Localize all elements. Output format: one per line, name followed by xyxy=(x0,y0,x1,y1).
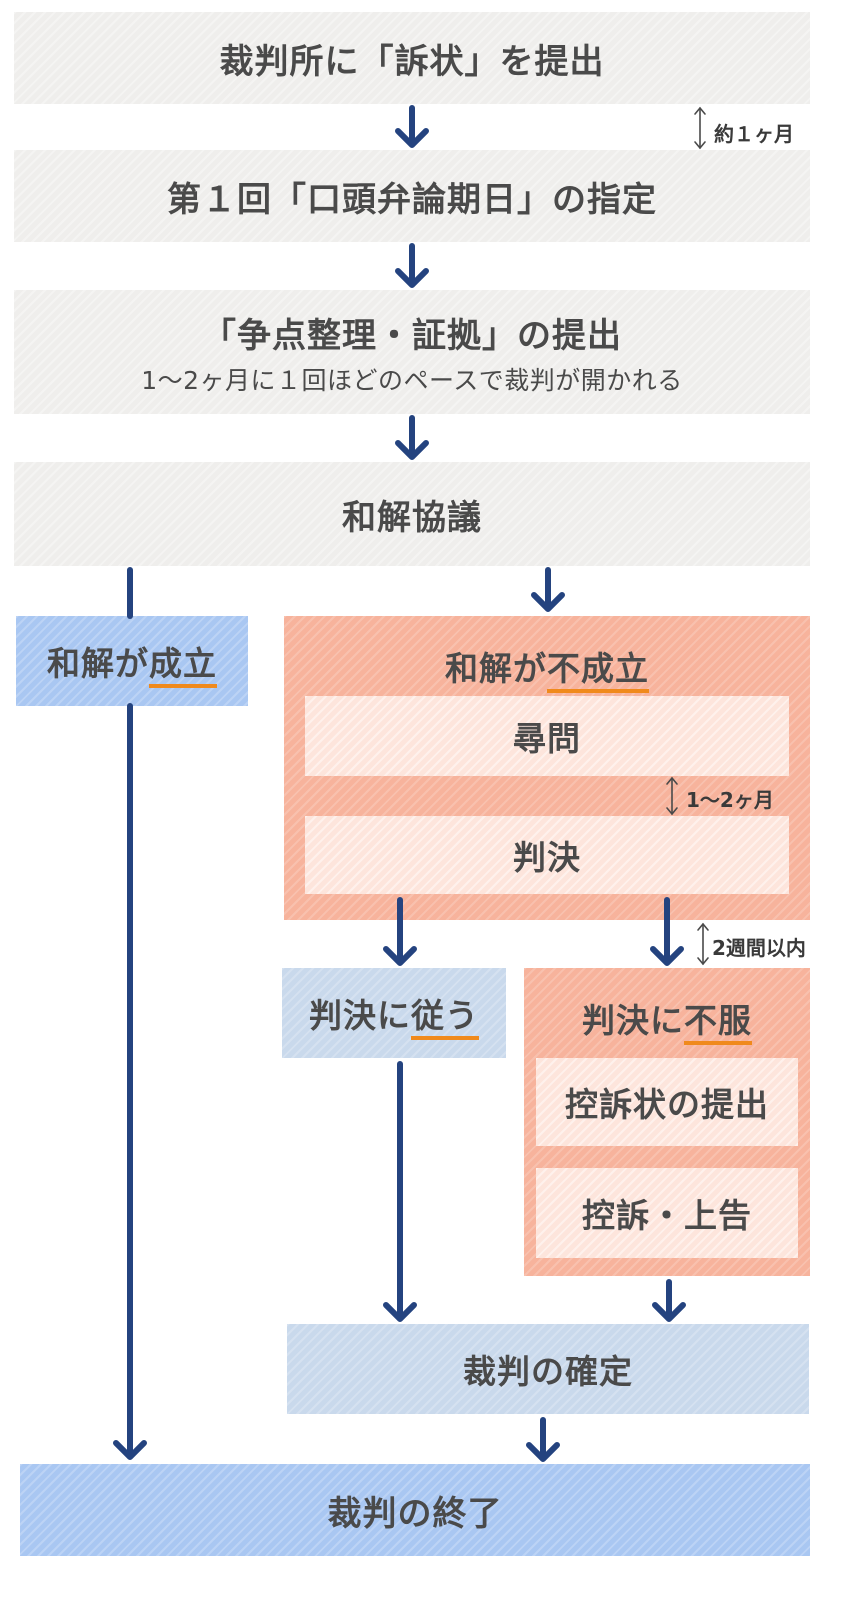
step-judgment: 判決 xyxy=(305,816,789,894)
step-first-hearing: 第１回「口頭弁論期日」の指定 xyxy=(14,150,810,242)
step-end-label: 裁判の終了 xyxy=(327,1493,503,1534)
arrow-appeal-to-final xyxy=(652,1279,686,1322)
step-examination-label: 尋問 xyxy=(513,719,581,758)
duration-one-month: 約１ヶ月 xyxy=(714,122,794,146)
step-submit-appeal-label: 控訴状の提出 xyxy=(565,1085,769,1124)
step-submit-issues-label: 「争点整理・証拠」の提出 xyxy=(202,315,622,356)
accept-judgment-highlight: 従う xyxy=(411,996,479,1040)
step-settlement-reached-label: 和解が成立 xyxy=(47,637,217,688)
step-accept-judgment: 判決に従う xyxy=(282,968,506,1058)
arrow-to-accept xyxy=(383,897,417,966)
step-settlement-talks: 和解協議 xyxy=(14,462,810,566)
group-appeal: 判決に不服 控訴状の提出 控訴・上告 xyxy=(524,968,810,1276)
arrow-down-3 xyxy=(395,415,429,460)
arrow-to-appeal xyxy=(650,897,684,966)
step-submit-issues-note: 1〜2ヶ月に１回ほどのペースで裁判が開かれる xyxy=(141,365,683,395)
arrow-down-1 xyxy=(395,105,429,148)
object-judgment-highlight: 不服 xyxy=(684,1001,752,1045)
step-appeal: 控訴・上告 xyxy=(536,1168,798,1258)
step-finalization-label: 裁判の確定 xyxy=(463,1352,633,1391)
step-settlement-talks-label: 和解協議 xyxy=(342,497,482,538)
duration-two-weeks: 2週間以内 xyxy=(712,936,806,960)
step-appeal-label: 控訴・上告 xyxy=(582,1196,752,1235)
step-file-complaint: 裁判所に「訴状」を提出 xyxy=(14,12,810,104)
arrow-down-2 xyxy=(395,243,429,288)
step-first-hearing-label: 第１回「口頭弁論期日」の指定 xyxy=(167,179,657,220)
step-submit-appeal: 控訴状の提出 xyxy=(536,1058,798,1146)
step-examination: 尋問 xyxy=(305,696,789,776)
step-settlement-reached: 和解が成立 xyxy=(16,616,248,706)
arrow-to-failed xyxy=(531,567,565,612)
duration-bracket-3 xyxy=(697,922,709,966)
group-settlement-failed: 和解が不成立 尋問 判決 xyxy=(284,616,810,920)
step-finalization: 裁判の確定 xyxy=(287,1324,809,1414)
duration-bracket-1 xyxy=(694,106,706,150)
step-object-judgment-label: 判決に不服 xyxy=(524,994,810,1045)
step-end: 裁判の終了 xyxy=(20,1464,810,1556)
step-settlement-failed-label: 和解が不成立 xyxy=(284,642,810,693)
step-judgment-label: 判決 xyxy=(513,838,581,877)
arrow-final-to-end xyxy=(526,1417,560,1462)
duration-bracket-2 xyxy=(666,776,678,816)
step-accept-judgment-label: 判決に従う xyxy=(309,989,479,1040)
step-file-complaint-label: 裁判所に「訴状」を提出 xyxy=(219,41,605,82)
settlement-reached-highlight: 成立 xyxy=(149,644,217,688)
arrow-left-long xyxy=(113,567,147,1460)
step-submit-issues: 「争点整理・証拠」の提出 1〜2ヶ月に１回ほどのペースで裁判が開かれる xyxy=(14,290,810,414)
duration-one-two-months: 1〜2ヶ月 xyxy=(686,788,774,812)
settlement-failed-highlight: 不成立 xyxy=(547,649,649,693)
arrow-accept-to-final xyxy=(383,1061,417,1322)
